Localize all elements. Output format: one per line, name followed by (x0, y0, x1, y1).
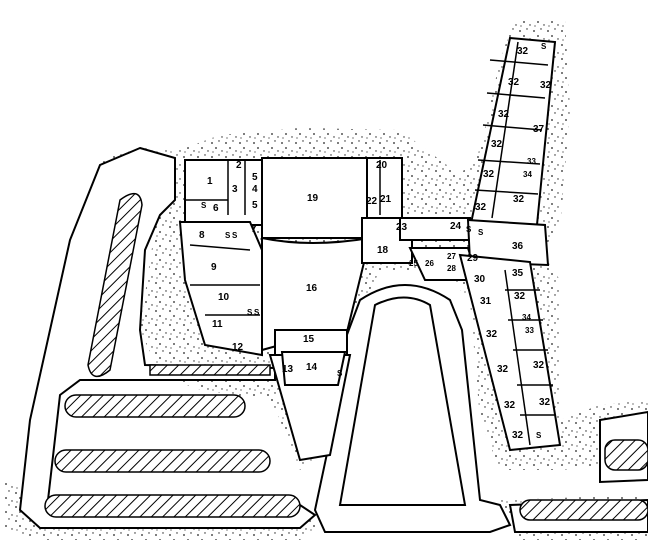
room-3-label: 3 (232, 184, 238, 195)
stair-marker: S (337, 369, 343, 378)
room-32l-label: 32 (497, 364, 509, 375)
room-labels: 1 2 3 4 5 5 6 7 8 9 10 11 12 13 14 15 16… (199, 46, 552, 441)
room-36-label: 36 (512, 241, 524, 252)
room-32i-label: 32 (514, 291, 526, 302)
room-16-label: 16 (306, 283, 318, 294)
room-20-label: 20 (376, 160, 388, 171)
stair-marker: S (541, 42, 547, 51)
room-32a-label: 32 (517, 46, 529, 57)
stair-marker: S (247, 308, 253, 317)
room-34a-label: 34 (523, 170, 532, 179)
room-31-label: 31 (480, 296, 492, 307)
room-22-label: 22 (366, 196, 378, 207)
room-15-label: 15 (303, 334, 315, 345)
interior-walls (185, 41, 556, 446)
parking-islands (44, 192, 648, 521)
room-11-label: 11 (212, 319, 223, 330)
room-32j-label: 32 (486, 329, 498, 340)
room-10-label: 10 (218, 292, 230, 303)
room-4-label: 4 (252, 184, 258, 195)
room-23-label: 23 (396, 222, 408, 233)
room-19-label: 19 (307, 193, 319, 204)
room-30-label: 30 (474, 274, 486, 285)
room-25-label: 25 (409, 259, 418, 268)
room-8-label: 8 (199, 230, 205, 241)
stair-marker: S (478, 228, 484, 237)
room-33b-label: 33 (525, 326, 534, 335)
stair-marker: S (466, 225, 472, 234)
room-34b-label: 34 (522, 313, 531, 322)
room-29-label: 29 (467, 253, 479, 264)
room-32b-label: 32 (508, 77, 520, 88)
room-33a-label: 33 (527, 157, 536, 166)
room-32c-label: 32 (540, 80, 552, 91)
room-5b-label: 5 (252, 200, 258, 211)
room-32g-label: 32 (513, 194, 525, 205)
room-32e-label: 32 (491, 139, 503, 150)
stair-marker: S (225, 231, 231, 240)
room-24-label: 24 (450, 221, 462, 232)
stair-marker: S (254, 308, 260, 317)
room-32f-label: 32 (483, 169, 495, 180)
room-32k-label: 32 (533, 360, 545, 371)
room-28-label: 28 (447, 264, 456, 273)
room-27-label: 27 (447, 252, 456, 261)
room-32d-label: 32 (498, 109, 510, 120)
room-18-label: 18 (377, 245, 389, 256)
room-5a-label: 5 (252, 172, 258, 183)
room-32n-label: 32 (504, 400, 516, 411)
room-2-label: 2 (236, 160, 242, 171)
room-32m-label: 32 (539, 397, 551, 408)
room-32o-label: 32 (512, 430, 524, 441)
stair-marker: S (232, 231, 238, 240)
room-6-label: 6 (213, 203, 219, 214)
room-37-label: 37 (533, 124, 545, 135)
room-1-label: 1 (207, 176, 213, 187)
room-12-label: 12 (232, 342, 244, 353)
stair-markers: S S S S S S S S S S (201, 42, 547, 440)
stair-marker: S (536, 431, 542, 440)
room-13-label: 13 (282, 364, 294, 375)
room-32h-label: 32 (475, 202, 487, 213)
stair-marker: S (201, 201, 207, 210)
room-21-label: 21 (380, 194, 392, 205)
room-35-label: 35 (512, 268, 524, 279)
courtyard-inner (338, 296, 467, 506)
room-26-label: 26 (425, 259, 434, 268)
room-9-label: 9 (211, 262, 217, 273)
room-7-label: 7 (251, 224, 257, 235)
room-14-label: 14 (306, 362, 318, 373)
